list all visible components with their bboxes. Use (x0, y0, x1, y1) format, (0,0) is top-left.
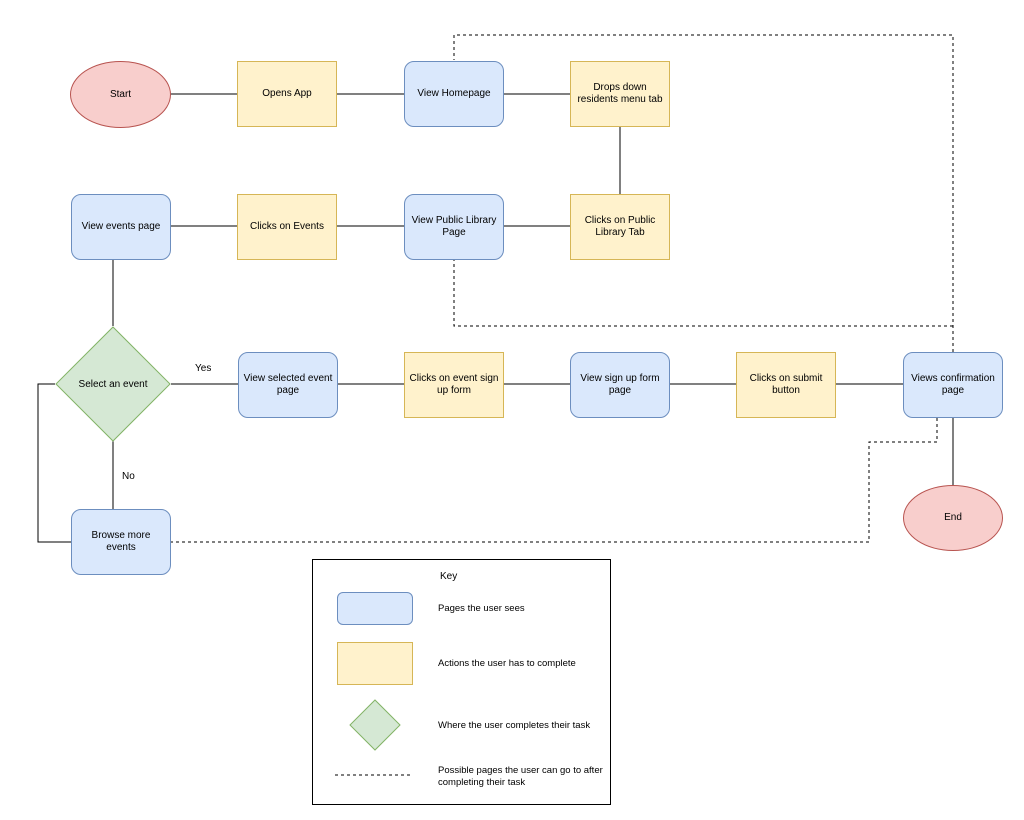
legend-page-swatch (337, 592, 413, 625)
legend-decision-swatch (349, 699, 401, 751)
decision-diamond-shape (55, 326, 171, 442)
legend-dashed-swatch (335, 774, 413, 776)
dashed-confirmation-homepage (453, 34, 954, 352)
dashed-confirmation-browse (171, 418, 938, 543)
end-node: End (903, 485, 1003, 551)
legend-actions-text: Actions the user has to complete (438, 658, 576, 669)
legend-action-swatch (337, 642, 413, 685)
views-confirmation-node: Views confirmation page (903, 352, 1003, 418)
drops-down-residents-node: Drops down residents menu tab (570, 61, 670, 127)
opens-app-node: Opens App (237, 61, 337, 127)
view-selected-event-node: View selected event page (238, 352, 338, 418)
select-event-label: Select an event (78, 378, 148, 390)
select-event-decision: Select an event (55, 326, 171, 442)
clicks-on-events-node: Clicks on Events (237, 194, 337, 260)
browse-more-events-node: Browse more events (71, 509, 171, 575)
clicks-event-signup-node: Clicks on event sign up form (404, 352, 504, 418)
legend-title: Key (440, 571, 458, 582)
view-public-library-node: View Public Library Page (404, 194, 504, 260)
view-homepage-node: View Homepage (404, 61, 504, 127)
dashed-confirmation-library (453, 260, 953, 327)
view-signup-form-node: View sign up form page (570, 352, 670, 418)
clicks-public-library-node: Clicks on Public Library Tab (570, 194, 670, 260)
start-node: Start (70, 61, 171, 128)
view-events-page-node: View events page (71, 194, 171, 260)
no-label: No (122, 471, 135, 482)
legend-pages-text: Pages the user sees (438, 603, 525, 614)
edge-browse-loop-select (37, 383, 71, 543)
legend-possible-text: Possible pages the user can go to after … (438, 765, 603, 788)
yes-label: Yes (195, 363, 212, 374)
clicks-submit-node: Clicks on submit button (736, 352, 836, 418)
legend-task-text: Where the user completes their task (438, 720, 591, 731)
